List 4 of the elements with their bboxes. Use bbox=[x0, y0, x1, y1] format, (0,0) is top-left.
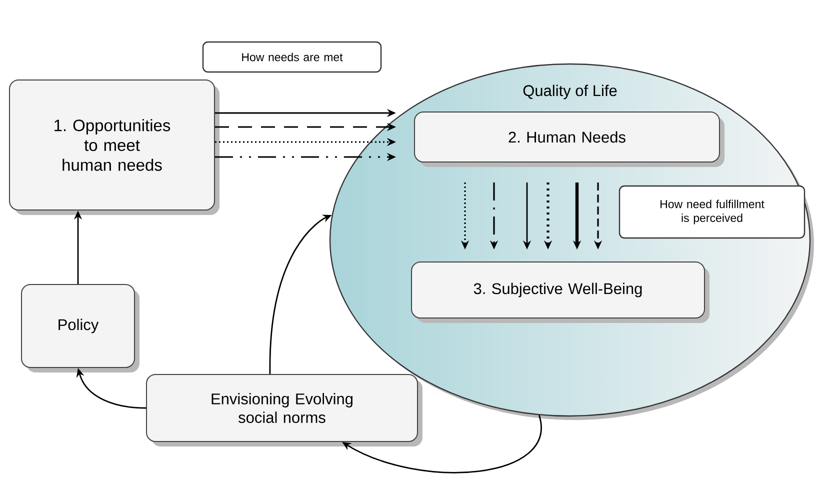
rounded-box: Envisioning Evolving social norms bbox=[146, 374, 422, 446]
rounded-box: Policy bbox=[21, 284, 140, 372]
rounded-box: 1. Opportunities to meet human needs bbox=[9, 80, 220, 215]
note-box: How needs are met bbox=[202, 41, 382, 73]
